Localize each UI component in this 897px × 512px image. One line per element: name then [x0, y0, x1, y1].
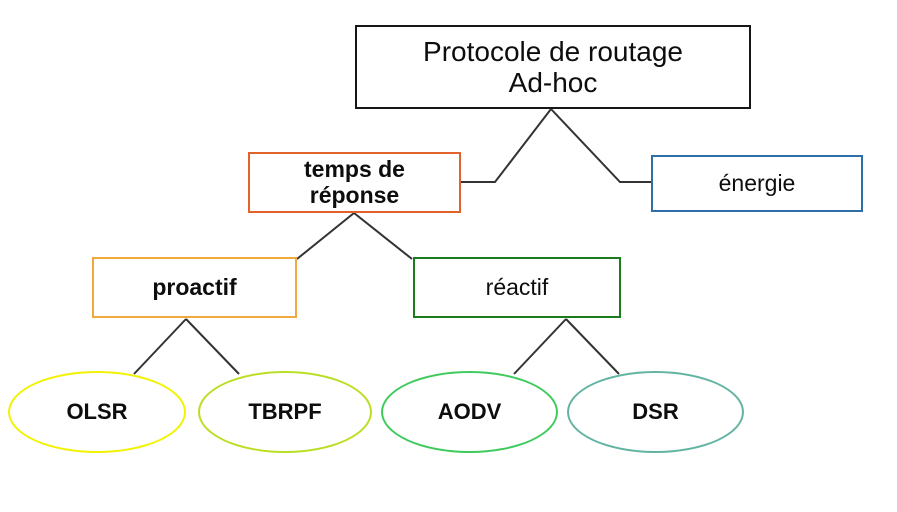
node-tbrpf[interactable]: TBRPF	[198, 371, 372, 453]
edge-temps-to-reactif	[353, 212, 413, 260]
edge-temps-to-proactif	[296, 212, 355, 260]
edge-root-to-energie	[550, 108, 651, 183]
node-aodv[interactable]: AODV	[381, 371, 558, 453]
edge-reactif-to-aodv	[513, 318, 567, 375]
node-temps-de-reponse[interactable]: temps de réponse	[248, 152, 461, 213]
edge-reactif-to-dsr	[565, 318, 620, 375]
node-protocole-de-routage-ad-hoc[interactable]: Protocole de routage Ad-hoc	[355, 25, 751, 109]
node-energie[interactable]: énergie	[651, 155, 863, 212]
node-dsr[interactable]: DSR	[567, 371, 744, 453]
node-olsr[interactable]: OLSR	[8, 371, 186, 453]
edge-root-to-temps	[461, 108, 552, 183]
edge-proactif-to-olsr	[133, 318, 187, 375]
node-reactif[interactable]: réactif	[413, 257, 621, 318]
node-proactif[interactable]: proactif	[92, 257, 297, 318]
edge-proactif-to-tbrpf	[185, 318, 240, 375]
